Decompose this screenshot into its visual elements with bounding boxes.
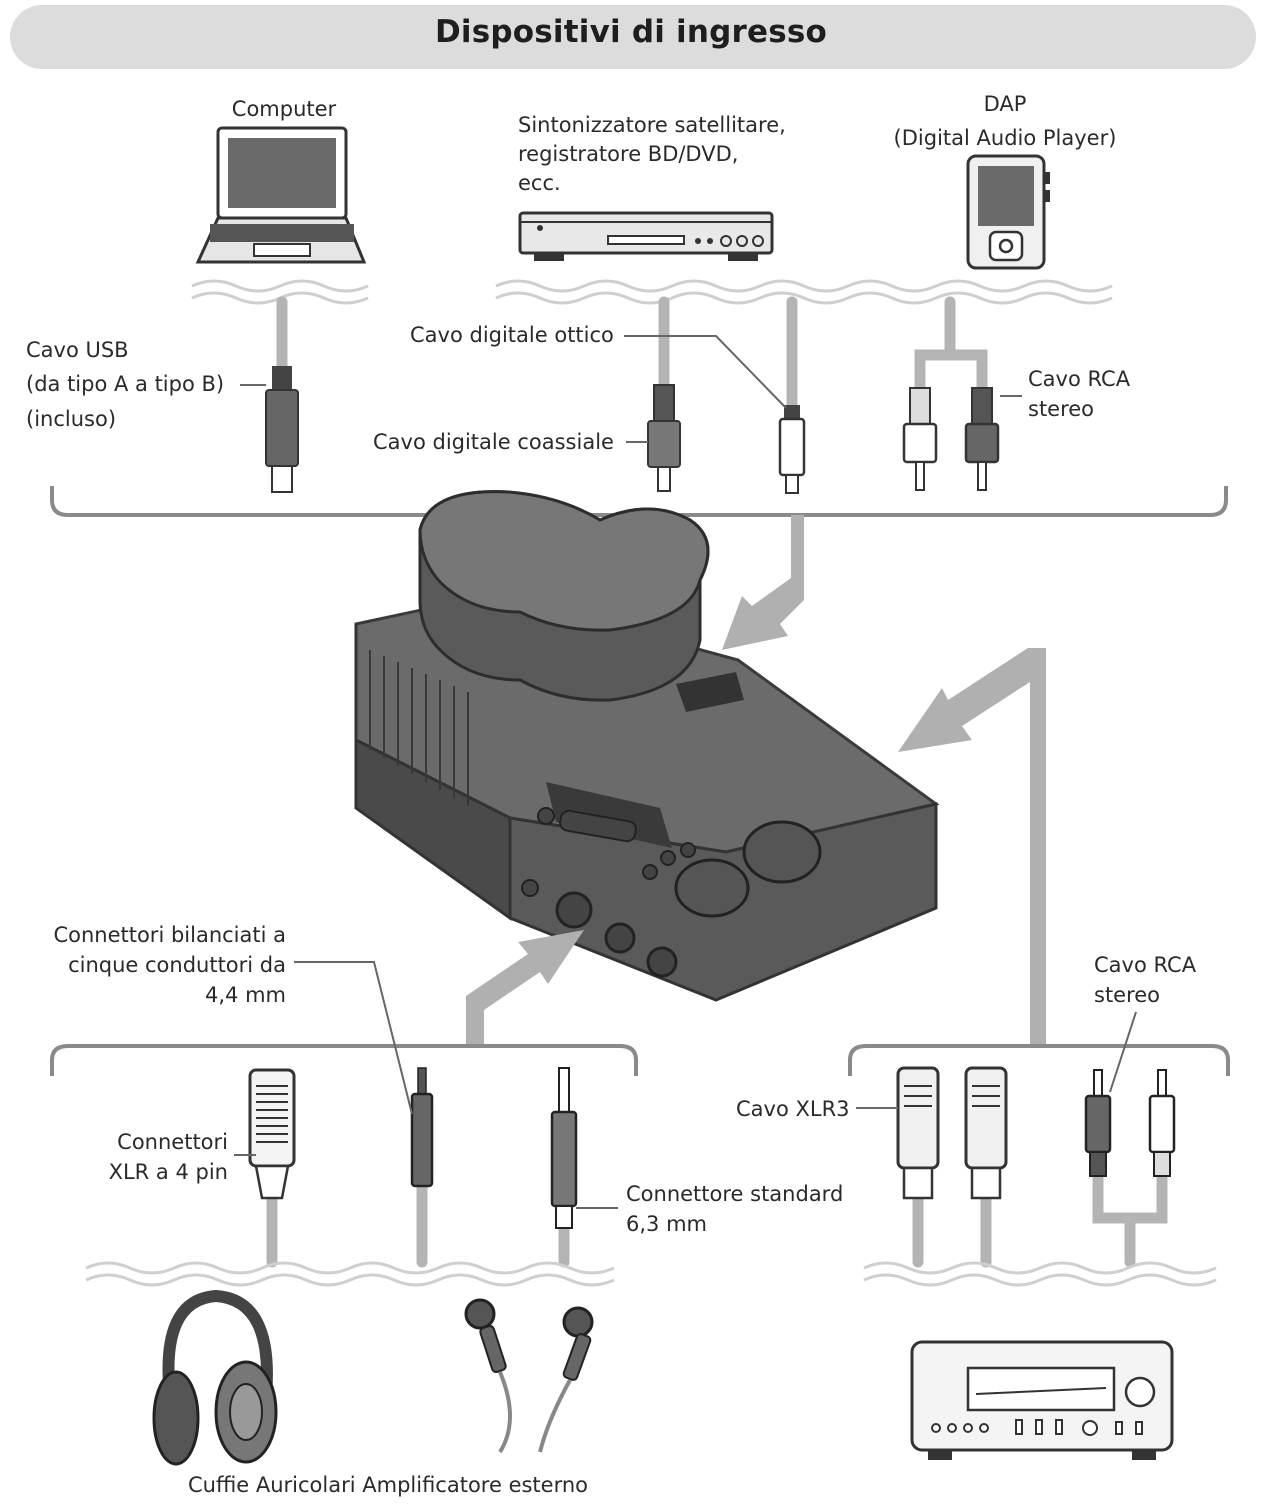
label-satellite-1: Sintonizzatore satellitare, [518,113,786,137]
optical-plug-icon [778,405,806,494]
label-xlr3: Cavo XLR3 [736,1097,850,1121]
label-rca-bottom-2: stereo [1094,983,1161,1007]
label-balanced-3: 4,4 mm [205,983,286,1007]
output-arrow-right [898,648,1046,1046]
xlr3-plug-icon [896,1066,1008,1200]
label-xlr4-1: Connettori [117,1130,228,1154]
label-usb-1: Cavo USB [26,338,129,362]
laptop-icon [195,126,367,264]
label-computer: Computer [231,97,337,121]
coaxial-plug-icon [647,384,681,492]
label-rca-top-2: stereo [1028,397,1095,421]
cables-top [276,296,988,414]
earphones-icon [464,1298,594,1454]
label-usb-3: (incluso) [26,407,117,431]
cables-bottom [266,1170,1168,1268]
label-dap-2: (Digital Audio Player) [893,126,1117,150]
leader-lines [234,335,1137,1209]
headphones-icon [152,1289,278,1466]
xlr4-plug-icon [248,1068,296,1200]
label-rca-bottom-1: Cavo RCA [1094,953,1197,977]
label-satellite-3: ecc. [518,171,561,195]
label-rca-top-1: Cavo RCA [1028,367,1131,391]
headphone-amplifier-icon [354,490,940,1002]
bracket-bottom-left [50,1044,638,1076]
label-coaxial: Cavo digitale coassiale [373,430,614,454]
label-standard-2: 6,3 mm [626,1212,707,1236]
label-usb-2: (da tipo A a tipo B) [26,372,225,396]
dap-icon [966,154,1050,270]
label-optical: Cavo digitale ottico [410,323,614,347]
rca-plug-icon [1084,1069,1176,1177]
header-title: Dispositivi di ingresso [434,14,828,50]
label-balanced-1: Connettori bilanciati a [53,923,286,947]
usb-plug-icon [265,366,299,493]
input-arrow [722,515,804,650]
wave-separator-bottom [85,1261,1217,1287]
balanced-plug-icon [410,1067,434,1188]
label-dap-1: DAP [983,92,1027,116]
label-xlr4-2: XLR a 4 pin [108,1160,228,1184]
output-arrow-left [466,930,584,1046]
bracket-bottom-right [848,1044,1230,1076]
label-footer: Cuffie Auricolari Amplificatore esterno [188,1473,589,1497]
rca-plug-icon [902,387,1000,491]
wave-separator-top [191,279,1113,305]
label-standard-1: Connettore standard [626,1182,844,1206]
disc-player-icon [518,211,774,261]
label-balanced-2: cinque conduttori da [68,953,286,977]
label-satellite-2: registratore BD/DVD, [518,142,739,166]
header-banner [10,5,1256,69]
amplifier-icon [910,1340,1174,1460]
phone-plug-icon [550,1067,578,1229]
